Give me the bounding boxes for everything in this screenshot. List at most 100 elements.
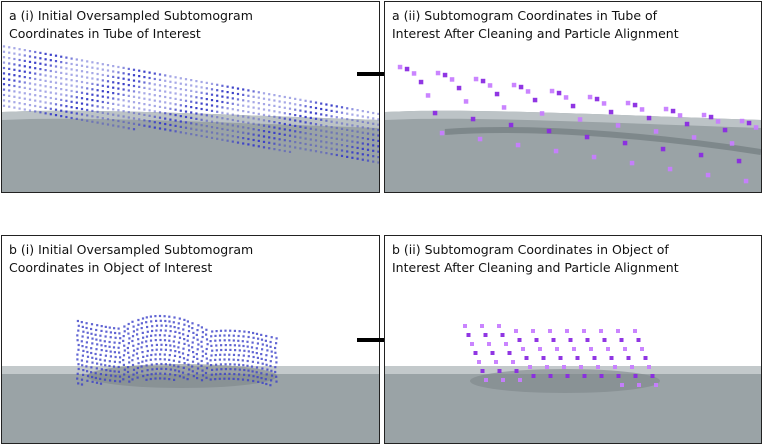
point-marker — [677, 113, 683, 118]
point-marker — [132, 74, 136, 77]
point-marker — [568, 338, 573, 342]
point-marker — [101, 68, 104, 71]
point-marker — [190, 100, 193, 103]
point-marker — [65, 88, 68, 92]
point-marker — [268, 109, 271, 112]
point-marker — [184, 115, 188, 119]
point-marker — [246, 340, 249, 343]
point-marker — [283, 149, 286, 153]
point-marker — [70, 79, 73, 82]
point-marker — [746, 120, 752, 126]
point-marker — [91, 77, 94, 80]
point-marker — [237, 358, 240, 362]
point-marker — [320, 124, 323, 127]
point-marker — [164, 329, 167, 332]
point-marker — [226, 112, 229, 115]
point-marker — [261, 367, 264, 370]
point-marker — [143, 76, 146, 79]
point-marker — [314, 144, 318, 147]
point-marker — [158, 105, 162, 108]
point-marker — [60, 77, 63, 80]
point-marker — [94, 376, 97, 380]
point-marker — [346, 128, 349, 131]
point-marker — [372, 155, 375, 158]
point-marker — [264, 358, 267, 362]
point-marker — [215, 363, 218, 366]
point-marker — [237, 339, 240, 342]
point-marker — [103, 340, 106, 343]
point-marker — [278, 95, 281, 98]
point-marker — [221, 84, 224, 87]
point-marker — [372, 117, 375, 120]
point-marker — [2, 77, 6, 80]
point-marker — [262, 108, 266, 111]
point-marker — [196, 367, 200, 370]
point-marker — [238, 373, 241, 376]
point-marker — [216, 110, 219, 113]
point-marker — [137, 342, 140, 346]
point-marker — [158, 95, 162, 98]
point-marker — [103, 378, 107, 381]
point-marker — [531, 329, 535, 333]
point-marker — [132, 117, 136, 120]
point-marker — [91, 361, 94, 364]
point-marker — [13, 106, 16, 109]
point-marker — [13, 90, 16, 93]
point-marker — [179, 98, 182, 101]
point-marker — [127, 67, 130, 70]
point-marker — [85, 365, 88, 368]
point-marker — [114, 336, 117, 339]
point-marker — [101, 117, 104, 120]
point-marker — [473, 351, 478, 355]
point-marker — [278, 111, 281, 114]
point-marker — [60, 109, 63, 112]
point-marker — [81, 345, 84, 348]
point-marker — [13, 57, 16, 61]
point-marker — [226, 96, 229, 99]
point-marker — [8, 105, 11, 108]
point-marker — [242, 142, 245, 145]
point-marker — [228, 353, 231, 356]
point-marker — [309, 143, 312, 146]
point-marker — [257, 129, 260, 132]
point-marker — [178, 360, 181, 363]
point-marker — [255, 352, 258, 355]
point-marker — [159, 319, 162, 322]
point-marker — [214, 334, 217, 337]
point-marker — [577, 117, 583, 122]
point-marker — [247, 116, 250, 119]
point-marker — [80, 321, 83, 324]
point-marker — [192, 331, 195, 334]
caption-b-ii-line1: b (ii) Subtomogram Coordinates in Object… — [392, 242, 669, 257]
point-marker — [335, 110, 338, 113]
point-marker — [143, 124, 146, 127]
point-marker — [138, 75, 141, 78]
point-marker — [257, 102, 260, 105]
point-marker — [106, 107, 110, 110]
point-marker — [126, 327, 129, 330]
point-marker — [252, 117, 255, 120]
point-marker — [70, 84, 73, 87]
point-marker — [143, 81, 146, 84]
point-marker — [163, 353, 166, 356]
point-marker — [44, 79, 47, 82]
point-marker — [255, 332, 259, 335]
point-marker — [49, 96, 52, 100]
point-marker — [2, 93, 6, 97]
point-marker — [231, 91, 234, 95]
point-marker — [109, 355, 112, 358]
point-marker — [150, 334, 153, 337]
point-marker — [698, 152, 704, 158]
point-marker — [168, 339, 171, 342]
point-marker — [150, 353, 153, 357]
point-marker — [114, 355, 117, 359]
point-marker — [283, 139, 286, 142]
point-marker — [158, 122, 162, 125]
point-marker — [94, 352, 97, 356]
point-marker — [477, 360, 481, 364]
point-marker — [435, 70, 441, 76]
point-marker — [275, 380, 278, 383]
point-marker — [288, 107, 292, 110]
point-marker — [625, 100, 631, 106]
point-marker — [487, 83, 493, 88]
